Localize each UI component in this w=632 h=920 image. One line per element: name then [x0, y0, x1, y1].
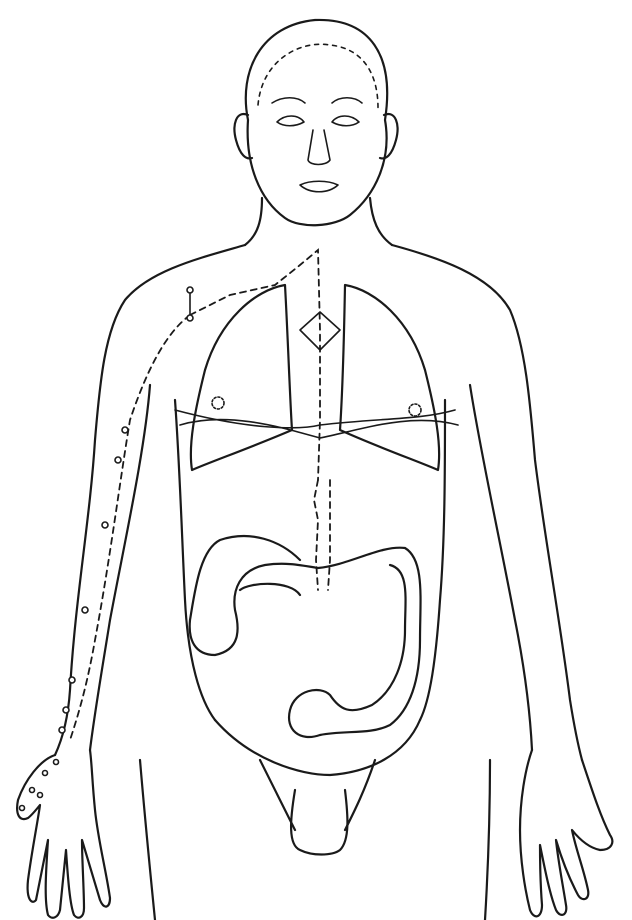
right-hand [520, 750, 612, 916]
left-hand-outline [17, 750, 110, 918]
left-eye [277, 116, 304, 126]
meridian-path [70, 250, 340, 740]
colon-inner [240, 584, 300, 595]
meridian-lower-2 [328, 480, 330, 590]
acupoint-hand [30, 788, 35, 793]
right-eye [332, 116, 359, 126]
left-flank [175, 400, 215, 720]
acupoint [63, 707, 69, 713]
acupoint-hand [54, 760, 59, 765]
head-outline [246, 20, 387, 225]
colon-outer [190, 536, 421, 737]
nipple-right [409, 404, 421, 416]
hairline [258, 44, 378, 108]
right-arm-inner [470, 385, 532, 750]
left-lung [191, 285, 292, 470]
acupoint [59, 727, 65, 733]
nipple-left [212, 397, 224, 409]
acupoint [115, 457, 121, 463]
meridian-right-arm [70, 315, 190, 740]
right-eyebrow [332, 98, 362, 103]
neck-right [370, 198, 392, 245]
left-eyebrow [272, 98, 305, 103]
right-hand-outline [520, 750, 612, 916]
left-arm-inner [90, 385, 150, 750]
mouth [300, 181, 338, 192]
nipples [212, 397, 421, 416]
right-leg-top [485, 760, 490, 920]
acupoint-hand [20, 806, 25, 811]
acupoint-hand [38, 793, 43, 798]
acupoint-hand [43, 771, 48, 776]
acupoint-markers [59, 287, 193, 733]
head [235, 20, 398, 225]
acupoint [102, 522, 108, 528]
acupoint [122, 427, 128, 433]
right-ear [380, 114, 398, 158]
left-hand [17, 750, 110, 918]
right-flank [420, 400, 445, 720]
left-leg-top [140, 760, 155, 920]
right-lung [340, 285, 439, 470]
left-shoulder-arm-outer [55, 245, 245, 755]
right-shoulder-arm-outer [392, 245, 582, 760]
torso-outline [55, 198, 582, 920]
large-intestine [190, 536, 421, 737]
acupoint [69, 677, 75, 683]
neck-left [245, 198, 262, 245]
nose [308, 130, 330, 165]
pelvis-curve [215, 720, 420, 775]
acupoint [187, 287, 193, 293]
acupoint [187, 315, 193, 321]
meridian-lower [314, 480, 318, 590]
acupoint [82, 607, 88, 613]
groin-left [260, 760, 295, 830]
genital-outline [291, 790, 347, 855]
